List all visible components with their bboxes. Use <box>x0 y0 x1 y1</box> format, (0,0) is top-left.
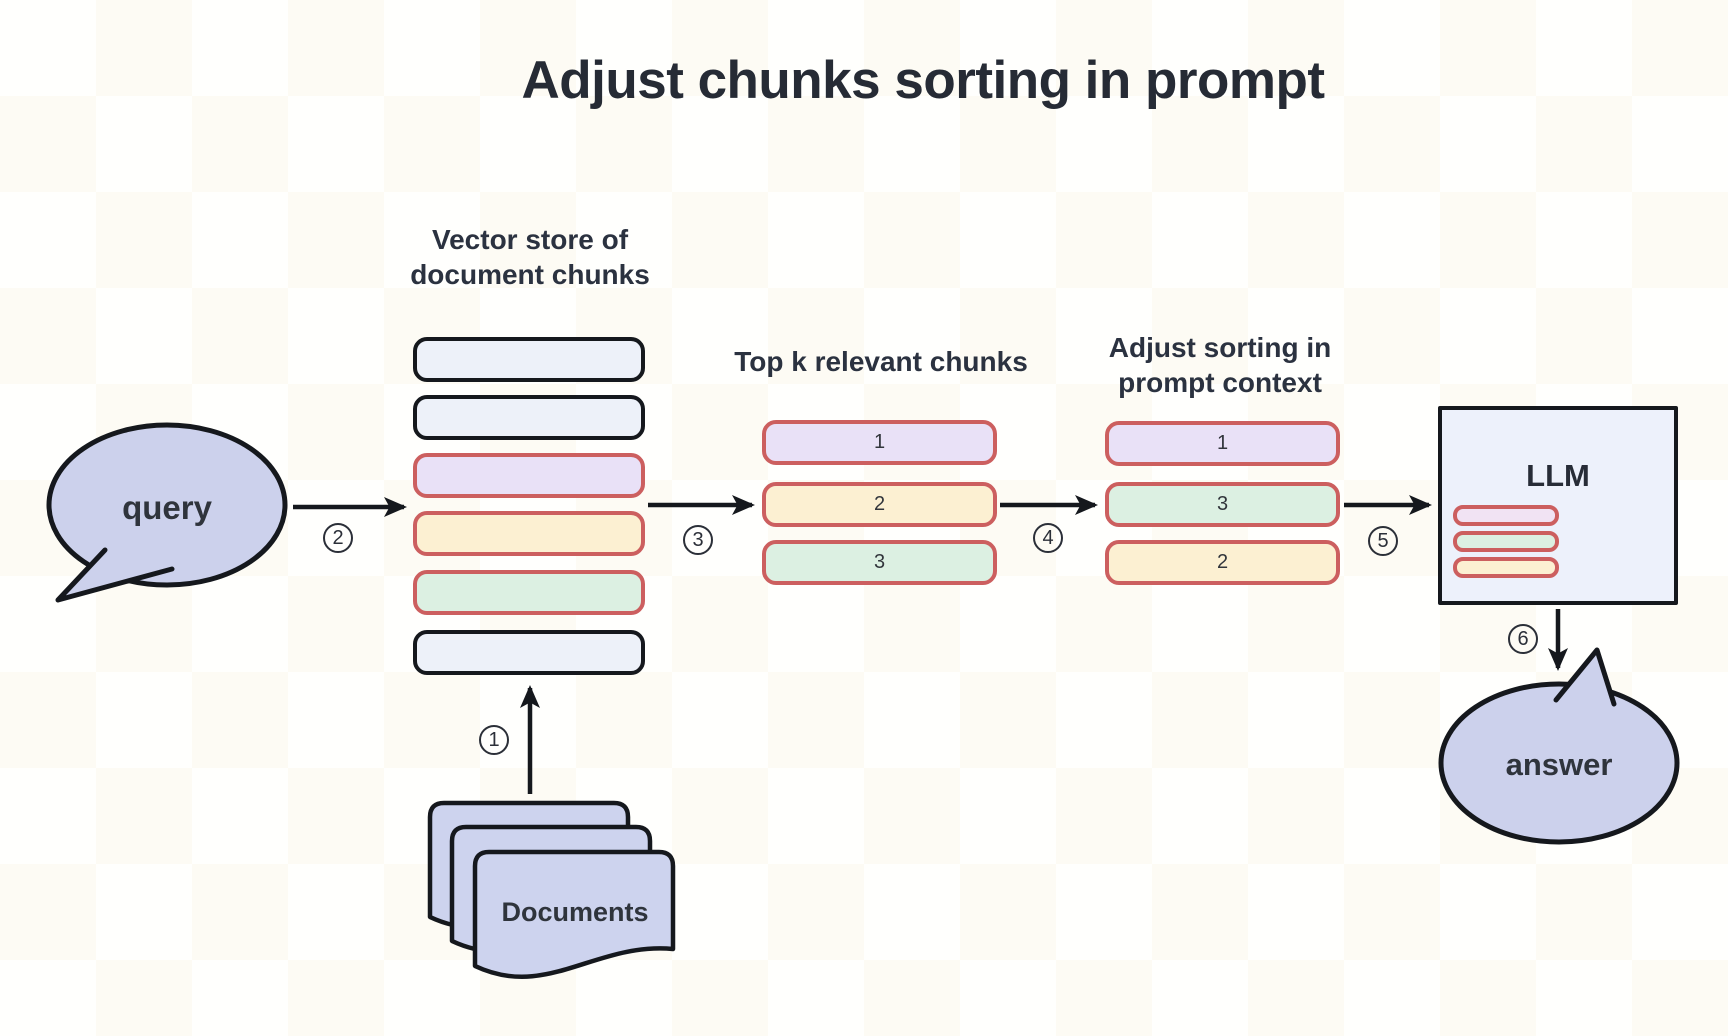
topk-chunk-1: 1 <box>762 420 997 465</box>
adjust-label-line1: Adjust sorting in <box>1108 332 1332 363</box>
vector-store-label: Vector store of document chunks <box>370 222 690 292</box>
documents-label: Documents <box>501 897 649 927</box>
step-2-badge: 2 <box>323 523 353 553</box>
answer-label: answer <box>1505 747 1613 782</box>
topk-chunk-3: 3 <box>762 540 997 585</box>
topk-chunk-2-number: 2 <box>873 493 886 515</box>
query-label: query <box>122 489 212 526</box>
llm-pill-3 <box>1453 557 1559 578</box>
answer-bubble <box>1438 681 1680 845</box>
llm-pill-2 <box>1453 531 1559 552</box>
query-bubble-tail <box>55 547 175 603</box>
step-6-badge: 6 <box>1508 624 1538 654</box>
vector-chunk-2 <box>413 395 645 440</box>
adjust-chunk-3: 2 <box>1105 540 1340 585</box>
vector-chunk-1 <box>413 337 645 382</box>
step-1-badge: 1 <box>479 725 509 755</box>
adjust-chunk-1-number: 1 <box>1216 432 1229 454</box>
topk-label: Top k relevant chunks <box>734 346 1028 377</box>
vector-store-label-line1: Vector store of <box>431 224 629 255</box>
answer-bubble-tail <box>1553 647 1617 707</box>
vector-chunk-6 <box>413 630 645 675</box>
adjust-label: Adjust sorting in prompt context <box>1068 330 1372 400</box>
llm-pill-1 <box>1453 505 1559 526</box>
vector-chunk-5 <box>413 570 645 615</box>
adjust-chunk-3-number: 2 <box>1216 551 1229 573</box>
query-bubble <box>46 422 288 588</box>
step-5-badge: 5 <box>1368 526 1398 556</box>
document-shape-front <box>472 849 676 979</box>
llm-label: LLM <box>1526 458 1590 493</box>
step-4-badge: 4 <box>1033 523 1063 553</box>
step-3-badge: 3 <box>683 525 713 555</box>
topk-chunk-1-number: 1 <box>873 431 886 453</box>
topk-chunk-3-number: 3 <box>873 551 886 573</box>
vector-chunk-3 <box>413 453 645 498</box>
vector-chunk-4 <box>413 511 645 556</box>
adjust-chunk-1: 1 <box>1105 421 1340 466</box>
adjust-label-line2: prompt context <box>1118 367 1322 398</box>
diagram-title: Adjust chunks sorting in prompt <box>521 51 1325 110</box>
topk-chunk-2: 2 <box>762 482 997 527</box>
vector-store-label-line2: document chunks <box>410 259 650 290</box>
adjust-chunk-2: 3 <box>1105 482 1340 527</box>
adjust-chunk-2-number: 3 <box>1216 493 1229 515</box>
